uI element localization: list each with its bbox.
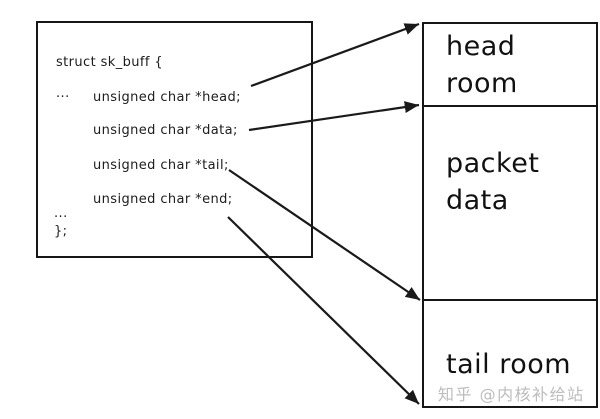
- code-line-end-pointer: unsigned char *end;: [93, 192, 233, 207]
- code-line-ellipsis-top: ...: [56, 86, 70, 101]
- code-line-ellipsis-bottom: ...: [54, 206, 68, 221]
- code-line-head-pointer: unsigned char *head;: [93, 90, 241, 105]
- sk-buff-memory-box: head room packet data tail room: [422, 22, 598, 408]
- tail-room-section: tail room: [424, 301, 596, 406]
- head-room-section: head room: [424, 24, 596, 107]
- code-line-data-pointer: unsigned char *data;: [93, 123, 238, 138]
- tail-room-label: tail room: [446, 349, 572, 380]
- struct-sk-buff-box: struct sk_buff { ... unsigned char *head…: [36, 21, 313, 258]
- code-line-tail-pointer: unsigned char *tail;: [93, 158, 229, 173]
- packet-data-label: packet data: [446, 148, 540, 216]
- code-line-struct-close: };: [54, 224, 68, 239]
- code-line-struct-open: struct sk_buff {: [56, 55, 164, 70]
- packet-data-section: packet data: [424, 107, 596, 301]
- head-room-label: head room: [446, 30, 518, 99]
- zhihu-watermark: 知乎 @内核补给站: [438, 385, 585, 404]
